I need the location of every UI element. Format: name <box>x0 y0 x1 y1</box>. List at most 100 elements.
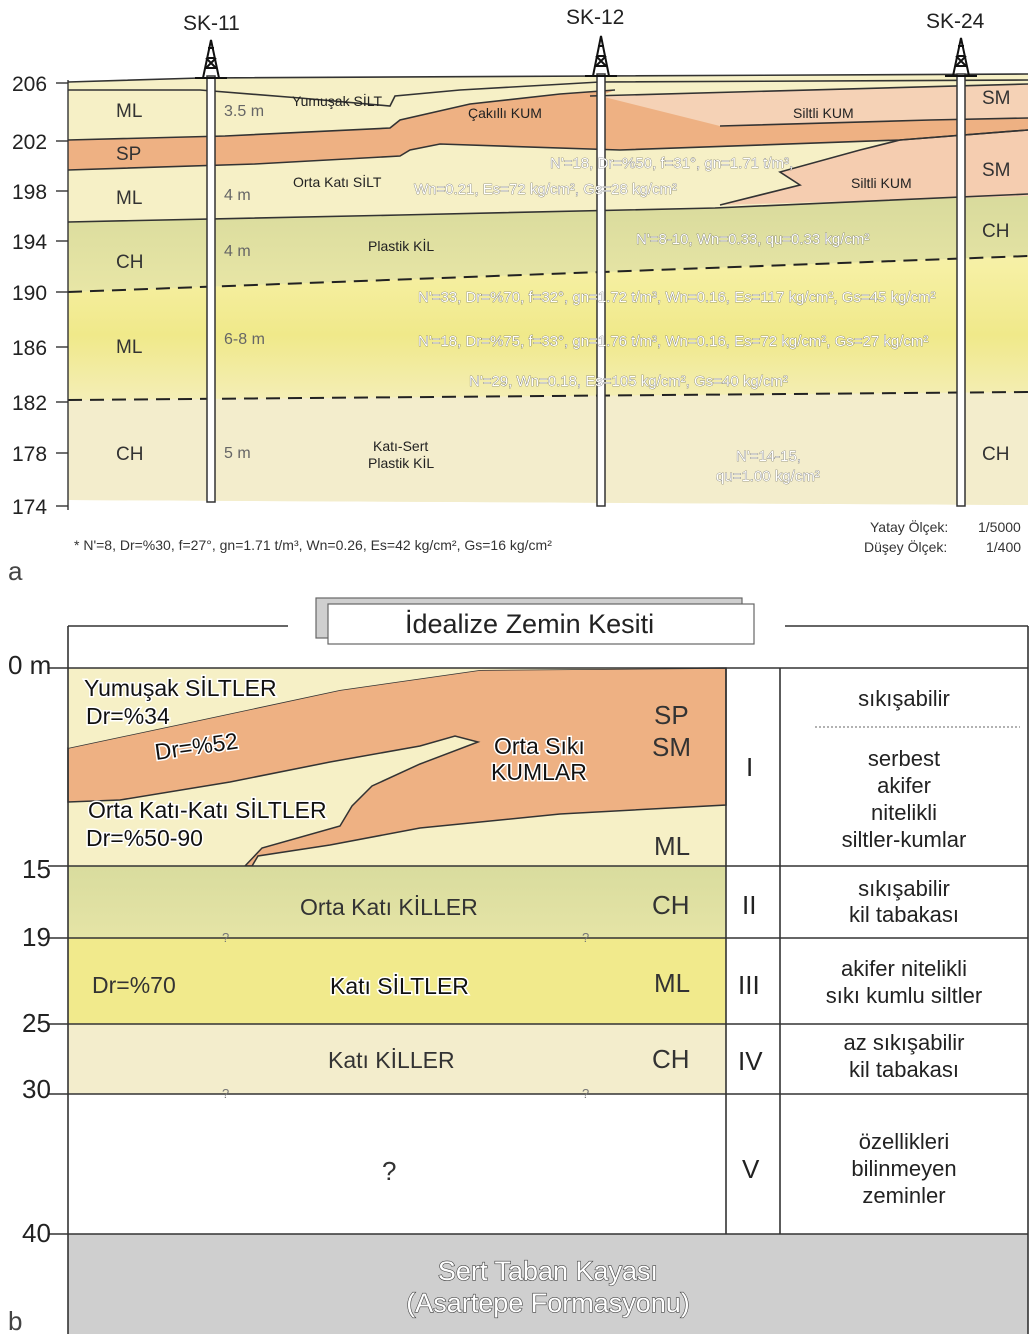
code-ml-top: ML <box>116 101 142 122</box>
desc-v-1: özellikleri <box>859 1129 949 1154</box>
layer-siltli-kum-upper <box>590 84 1028 126</box>
thickness-1: 3.5 m <box>224 103 264 120</box>
code-ml-3: ML <box>116 337 142 358</box>
label-cakilli-kum: Çakıllı KUM <box>468 105 542 121</box>
scale-vertical-value: 1/400 <box>986 539 1021 555</box>
code-sp: SP <box>116 144 141 165</box>
label-orta-kati-killer: Orta Katı KİLLER <box>300 894 478 920</box>
label-plastik-kil: Plastik KİL <box>368 237 434 254</box>
elev-tick-206: 206 <box>12 73 47 96</box>
depth-19: 19 <box>22 922 51 952</box>
layer-yellow-ml <box>68 256 1028 400</box>
panel-letter-b: b <box>8 1306 22 1334</box>
desc-ii-2: kil tabakası <box>849 902 959 927</box>
drill-rig-icon <box>585 35 617 77</box>
idealized-section-panel-b: İdealize Zemin Kesiti <box>8 597 1029 1334</box>
thickness-5: 5 m <box>224 445 251 462</box>
elev-tick-178: 178 <box>12 443 47 466</box>
qmark-3: ? <box>222 1086 229 1101</box>
desc-iii-2: sıkı kumlu siltler <box>826 983 982 1008</box>
panel-letter-a: a <box>8 556 23 586</box>
zone-label-iii: III <box>738 970 760 1000</box>
section-title: İdealize Zemin Kesiti <box>405 608 654 639</box>
props-yellow-1: N'=33, Dr=%70, f=32°, gn=1.72 t/m³, Wn=0… <box>418 289 936 306</box>
well-label-sk24: SK-24 <box>926 10 985 33</box>
code-sm-right-2: SM <box>982 160 1011 181</box>
label-siltli-kum-2: Siltli KUM <box>851 175 912 191</box>
layer-bottom-ch <box>68 392 1028 505</box>
qmark-1: ? <box>222 930 229 945</box>
label-orta-kati-siltler: Orta Katı-Katı SİLTLER <box>88 797 327 823</box>
layer-cakilli-kum <box>68 90 1028 170</box>
desc-i-top: sıkışabilir <box>858 686 950 711</box>
well-label-sk11: SK-11 <box>183 12 240 35</box>
scale-horizontal-value: 1/5000 <box>978 519 1021 535</box>
props-yellow-2: N'=18, Dr=%75, f=33°, gn=1.76 t/m³, Wn=0… <box>418 333 928 350</box>
depth-40: 40 <box>22 1218 51 1248</box>
elev-tick-186: 186 <box>12 337 47 360</box>
dashed-boundaries <box>67 255 1029 401</box>
thickness-3: 4 m <box>224 243 251 260</box>
elev-tick-202: 202 <box>12 131 47 154</box>
code-b-sm: SM <box>652 732 691 762</box>
label-kati-siltler: Katı SİLTLER <box>330 973 469 999</box>
code-b-sp: SP <box>654 700 689 730</box>
label-orta-siki-2: KUMLAR <box>491 759 587 785</box>
code-b-ch1: CH <box>652 890 690 920</box>
cross-section-panel-a: 206 202 198 194 190 186 182 178 174 SK-1… <box>8 6 1029 586</box>
zone-iii-silts <box>68 938 726 1024</box>
label-orta-siki-1: Orta Sıkı <box>494 733 585 759</box>
scale-vertical-label: Düşey Ölçek: <box>864 538 947 555</box>
desc-iv-1: az sıkışabilir <box>843 1030 964 1055</box>
desc-v-3: zeminler <box>862 1183 945 1208</box>
zone-label-ii: II <box>742 890 756 920</box>
label-kati-sert-1: Katı-Sert <box>373 438 428 454</box>
borehole-sk12: SK-12 <box>566 6 624 507</box>
elev-tick-174: 174 <box>12 496 47 519</box>
desc-iv-2: kil tabakası <box>849 1057 959 1082</box>
props-bottom-1: N'=14-15, <box>736 448 801 465</box>
desc-iii-1: akifer nitelikli <box>841 956 967 981</box>
boundary-lines <box>67 73 1029 223</box>
label-yumusak-siltler: Yumuşak SİLTLER <box>84 675 277 701</box>
code-b-ml2: ML <box>654 968 690 998</box>
zone-v-unknown <box>68 1094 726 1234</box>
label-dr70: Dr=%70 <box>92 972 176 998</box>
code-b-ch2: CH <box>652 1044 690 1074</box>
desc-i-3: nitelikli <box>871 800 937 825</box>
props-plastik-kil: N'=8-10, Wn=0.33, qu=0.33 kg/cm² <box>636 231 869 248</box>
borehole-sk24: SK-24 <box>926 10 985 507</box>
well-label-sk12: SK-12 <box>566 6 624 29</box>
scale-horizontal-label: Yatay Ölçek: <box>870 518 948 535</box>
props-orta-kati-1: N'=18, Dr=%50, f=31°, gn=1.71 t/m³, <box>550 155 793 172</box>
props-orta-kati-2: Wn=0.21, Es=72 kg/cm², Gs=28 kg/cm² <box>414 181 677 198</box>
label-dr5090: Dr=%50-90 <box>86 825 203 851</box>
thickness-4: 6-8 m <box>224 331 265 348</box>
code-ch-2: CH <box>116 444 143 465</box>
depth-30: 30 <box>22 1074 51 1104</box>
label-kati-killer: Katı KİLLER <box>328 1047 455 1073</box>
depth-25: 25 <box>22 1008 51 1038</box>
drill-rig-icon <box>945 37 977 77</box>
label-dr34: Dr=%34 <box>86 703 170 729</box>
qmark-4: ? <box>582 1086 589 1101</box>
elev-tick-182: 182 <box>12 392 47 415</box>
drill-rig-icon <box>195 39 227 79</box>
desc-i-1: serbest <box>868 746 940 771</box>
desc-i-2: akifer <box>877 773 931 798</box>
bedrock <box>68 1234 1028 1334</box>
elev-tick-194: 194 <box>12 231 47 254</box>
elev-tick-190: 190 <box>12 282 47 305</box>
code-ml-2: ML <box>116 188 142 209</box>
label-unknown: ? <box>382 1156 396 1186</box>
zone-ii-clays <box>68 866 726 938</box>
bedrock-formation: (Asartepe Formasyonu) <box>406 1288 690 1318</box>
props-yellow-3: N'=29, Wn=0.18, Es=105 kg/cm², Gs=40 kg/… <box>469 373 788 390</box>
label-yumusak-silt: Yumuşak SİLT <box>292 92 382 109</box>
desc-v-2: bilinmeyen <box>851 1156 956 1181</box>
section-frame <box>67 626 1029 1334</box>
depth-15: 15 <box>22 854 51 884</box>
code-sm-right-1: SM <box>982 88 1011 109</box>
zone-label-iv: IV <box>738 1046 763 1076</box>
